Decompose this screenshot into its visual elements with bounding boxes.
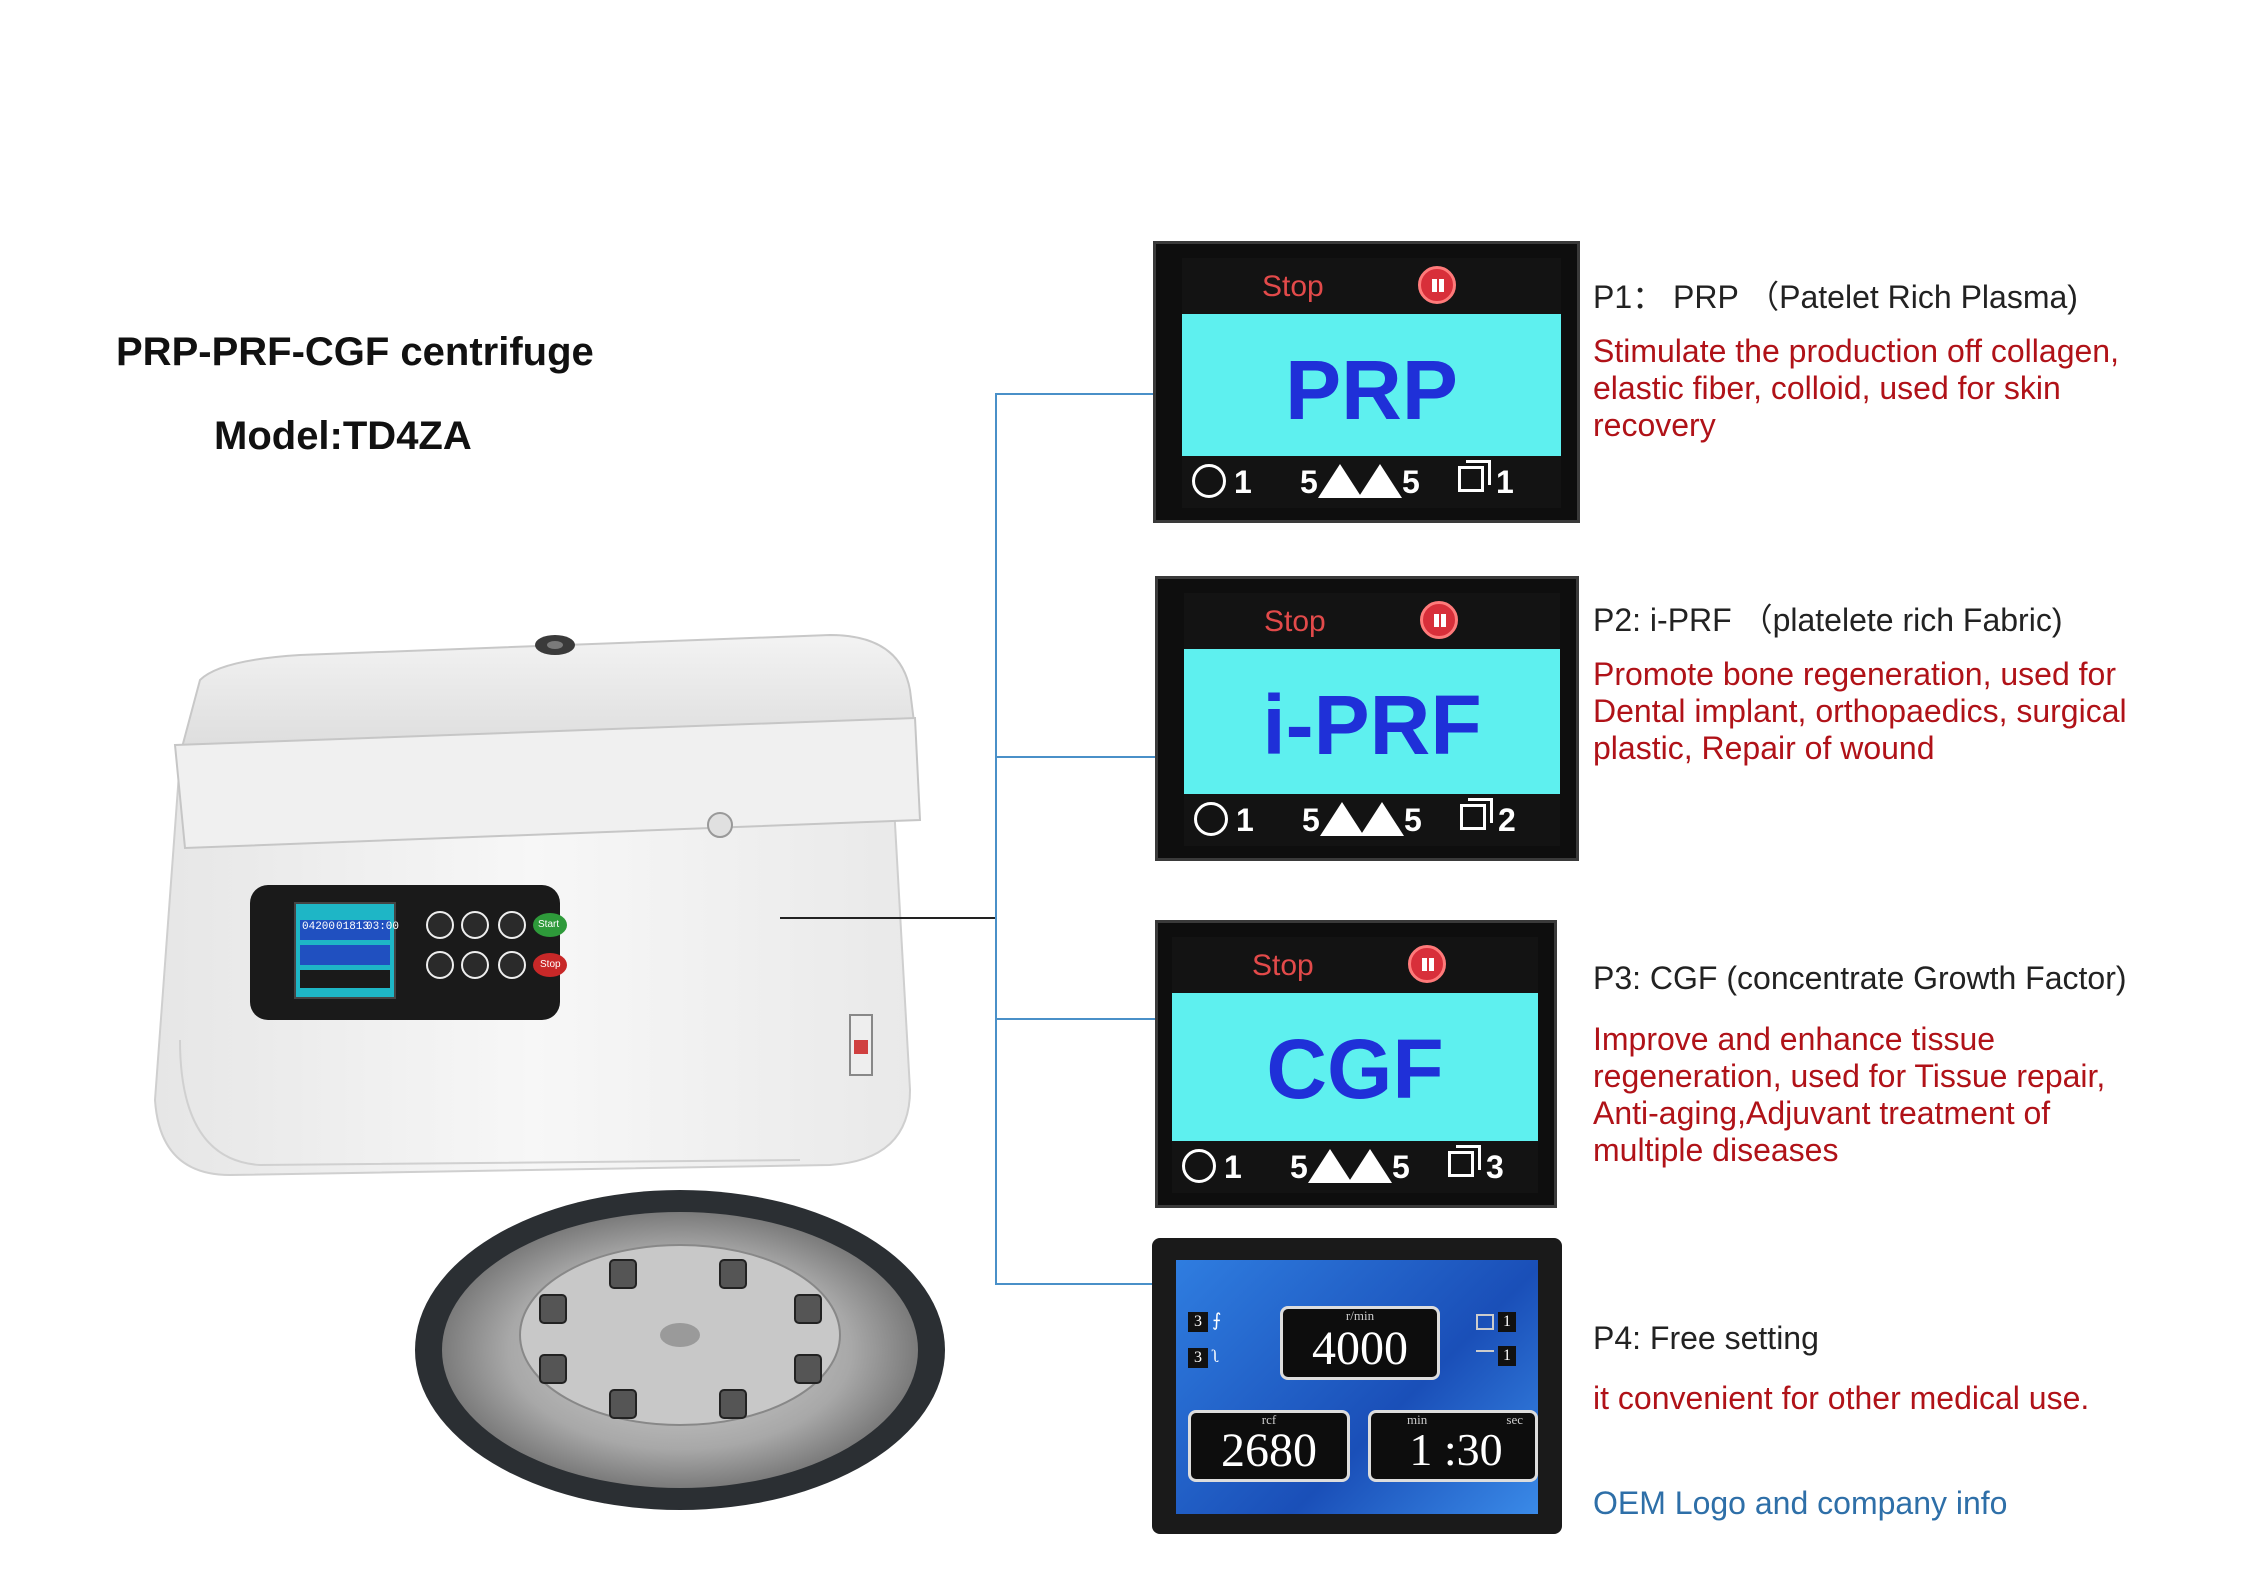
decel-icon: ʅ	[1212, 1346, 1220, 1366]
fan-level: 1	[1236, 802, 1254, 838]
lcd-screen-free: 3 ⨍ 3 ʅ r/min 4000 1 1 rcf 2680 min sec …	[1152, 1238, 1562, 1534]
program-p1-description: Stimulate the production off collagen, e…	[1593, 333, 2119, 443]
connector-p1	[995, 393, 1170, 395]
program-p2-title: P2: i-PRF （platelete rich Fabric)	[1593, 602, 2063, 638]
min-unit: min	[1407, 1412, 1428, 1427]
mode-label: i-PRF	[1262, 678, 1482, 772]
program-p4-description: it convenient for other medical use.	[1593, 1380, 2090, 1416]
connector-p2	[995, 756, 1175, 758]
panel-speed-value: 04200	[302, 921, 336, 933]
accel-level: 5	[1290, 1149, 1308, 1185]
rcf-value: 2680	[1221, 1424, 1317, 1477]
fan-icon	[1182, 1149, 1216, 1183]
accel-level: 5	[1300, 464, 1318, 500]
rotor-image	[410, 1185, 950, 1515]
stop-label: Stop	[1262, 270, 1324, 303]
fan-icon	[1192, 464, 1226, 498]
time-display: min sec 1 :30	[1368, 1410, 1538, 1482]
speed-value: 4000	[1312, 1322, 1408, 1375]
panel-start-button[interactable]: Start	[538, 919, 560, 930]
lcd-screen-prp: Stop PRP 1 5 5 1	[1153, 241, 1580, 523]
mode-label: PRP	[1285, 343, 1458, 437]
program-p4-title: P4: Free setting	[1593, 1320, 1819, 1356]
rcf-unit: rcf	[1261, 1412, 1277, 1427]
program-p3-description: Improve and enhance tissue regeneration,…	[1593, 1021, 2106, 1168]
program-p2-description: Promote bone regeneration, used for Dent…	[1593, 656, 2127, 766]
speed-display: r/min 4000	[1280, 1306, 1440, 1380]
panel-rcf-value: 01813	[336, 921, 370, 933]
lcd-screen-iprf: Stop i-PRF 1 5 5 2	[1155, 576, 1579, 861]
accel-level: 3	[1188, 1312, 1208, 1332]
tube-icon	[1476, 1314, 1494, 1330]
lcd-screen-cgf: Stop CGF 1 5 5 3	[1155, 920, 1557, 1208]
program-p3-title: P3: CGF (concentrate Growth Factor)	[1593, 960, 2127, 996]
decel-level: 3	[1188, 1348, 1208, 1368]
connector-p4	[995, 1283, 1155, 1285]
connector-p3	[995, 1018, 1175, 1020]
accel-icon	[1308, 1149, 1352, 1183]
program-number: 1	[1496, 464, 1514, 500]
centrifuge-image: 04200 01813 03:00 Start Stop	[140, 620, 940, 1180]
fan-icon	[1194, 802, 1228, 836]
stop-label: Stop	[1264, 605, 1326, 638]
accel-level: 5	[1302, 802, 1320, 838]
pause-icon	[1408, 945, 1446, 983]
model-label: Model:TD4ZA	[214, 414, 472, 458]
program-icon	[1448, 1145, 1481, 1177]
stop-label: Stop	[1252, 949, 1314, 982]
program-icon	[1458, 460, 1491, 492]
decel-icon	[1360, 802, 1404, 836]
program-p1-title: P1： PRP （Patelet Rich Plasma)	[1593, 279, 2078, 315]
accel-icon	[1318, 464, 1362, 498]
decel-icon	[1358, 464, 1402, 498]
oem-info: OEM Logo and company info	[1593, 1485, 2008, 1521]
decel-level: 5	[1404, 802, 1422, 838]
time-value: 1 :30	[1409, 1424, 1503, 1475]
accel-icon: ⨍	[1212, 1310, 1222, 1330]
pause-icon	[1420, 601, 1458, 639]
product-title: PRP-PRF-CGF centrifuge	[116, 330, 594, 374]
connector-trunk	[995, 393, 997, 1283]
program-number: 2	[1498, 802, 1516, 838]
rcf-display: rcf 2680	[1188, 1410, 1350, 1482]
speed-unit: r/min	[1345, 1308, 1375, 1323]
panel-stop-button[interactable]: Stop	[540, 959, 561, 970]
lid-icon	[1476, 1350, 1494, 1366]
lid-count: 1	[1498, 1346, 1516, 1366]
sec-unit: sec	[1506, 1412, 1523, 1427]
decel-level: 5	[1392, 1149, 1410, 1185]
panel-time-value: 03:00	[366, 921, 400, 933]
program-number: 3	[1486, 1149, 1504, 1185]
tube-count: 1	[1498, 1312, 1516, 1332]
decel-icon	[1348, 1149, 1392, 1183]
accel-icon	[1320, 802, 1364, 836]
fan-level: 1	[1224, 1149, 1242, 1185]
fan-level: 1	[1234, 464, 1252, 500]
decel-level: 5	[1402, 464, 1420, 500]
mode-label: CGF	[1266, 1022, 1444, 1116]
pause-icon	[1418, 266, 1456, 304]
connector-line	[780, 917, 995, 919]
program-icon	[1460, 798, 1493, 830]
